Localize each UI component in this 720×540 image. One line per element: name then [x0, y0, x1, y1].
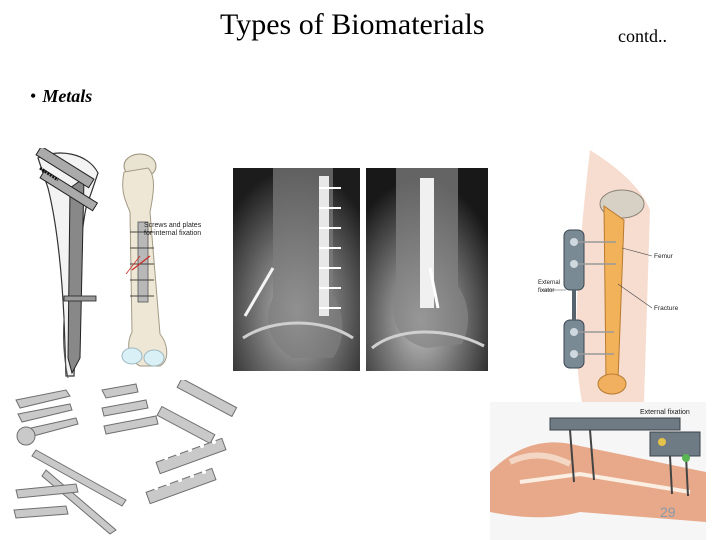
- femur-implant-label-line1: Screws and plates: [144, 222, 202, 229]
- hip-nail-implant-figure: [18, 148, 110, 380]
- ankle-xray-right: [366, 168, 488, 371]
- femur-implant-label-line2: for internal fixation: [144, 230, 201, 237]
- contd-label: contd..: [618, 26, 667, 46]
- slide-title: Types of Biomaterials: [220, 8, 485, 41]
- page-number: 29: [660, 504, 676, 520]
- bullet-item-metals: •Metals: [30, 86, 92, 107]
- fracture-label: Fracture: [654, 305, 679, 312]
- wrist-external-fixation-figure: External fixation: [490, 402, 706, 540]
- surgical-plates-screws-figure: [6, 380, 248, 540]
- bullet-text: Metals: [42, 86, 93, 106]
- femur-label: Femur: [654, 253, 674, 260]
- external-fixator-femur-figure: Femur Fracture External fixator: [532, 150, 712, 402]
- external-fixator-label-line1: External: [538, 280, 560, 286]
- femur-plate-figure: Screws and plates for internal fixation: [110, 152, 202, 370]
- bullet-marker: •: [30, 86, 37, 106]
- external-fixator-label-line2: fixator: [538, 288, 554, 294]
- ankle-xray-left: [233, 168, 360, 371]
- wrist-fixation-label: External fixation: [640, 409, 690, 416]
